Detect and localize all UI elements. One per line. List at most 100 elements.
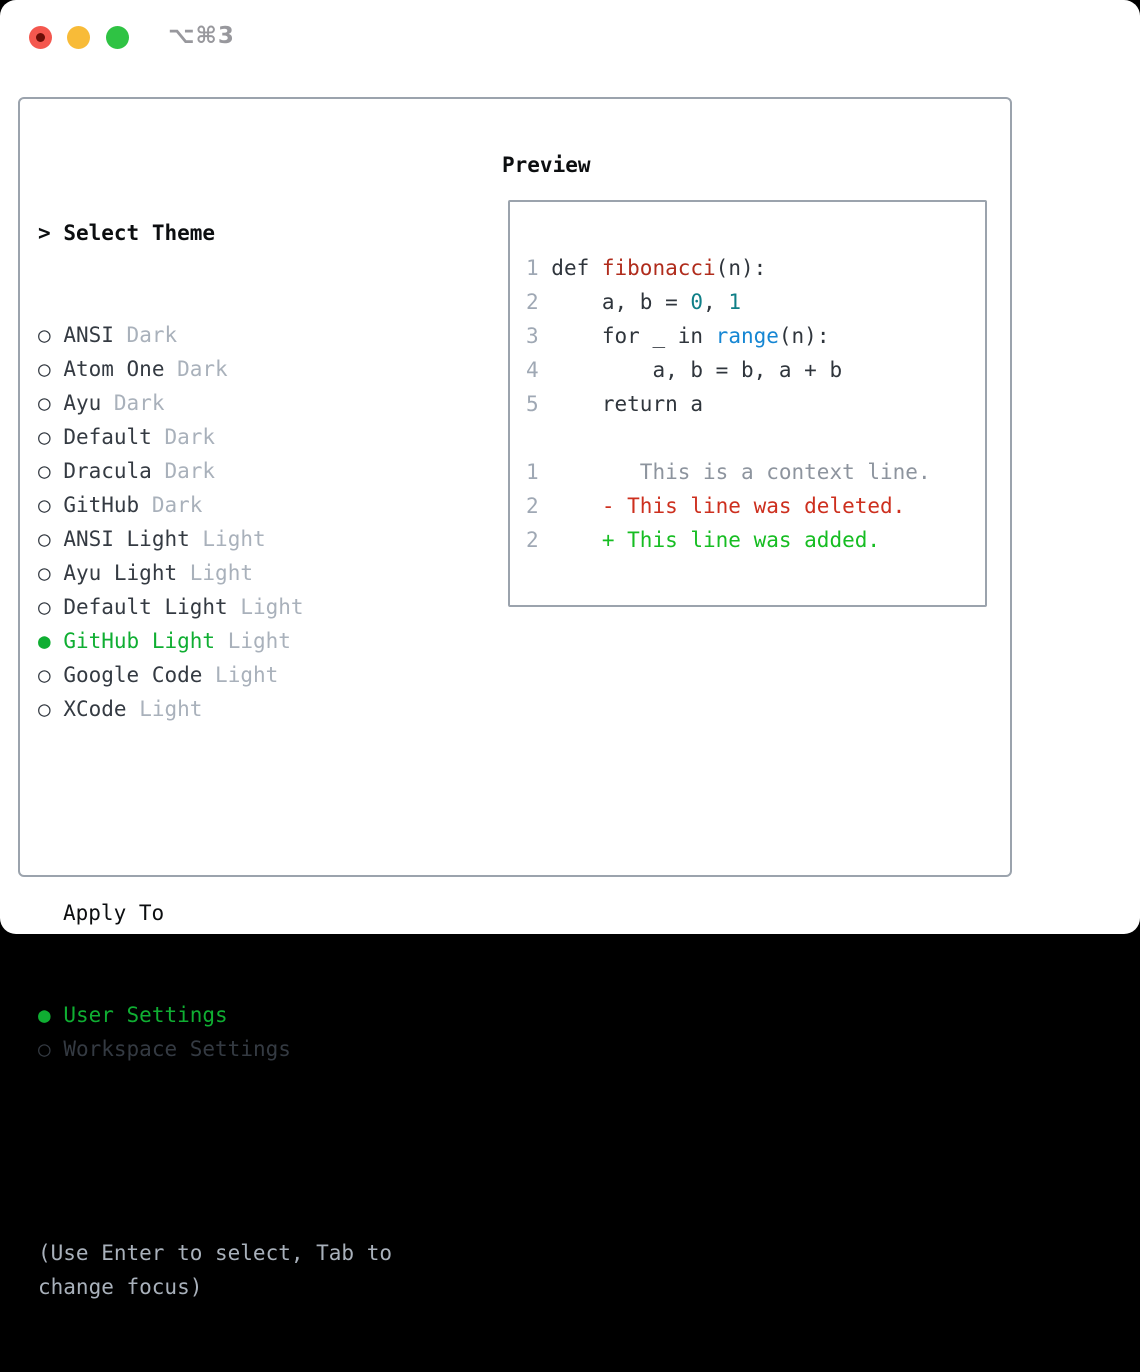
theme-name: Atom One — [63, 357, 165, 381]
theme-variant: Light — [202, 527, 266, 551]
theme-option[interactable]: ○ Google Code Light — [38, 658, 478, 692]
theme-variant: Dark — [126, 323, 178, 347]
code-segment: a, b = — [538, 290, 691, 314]
theme-option[interactable]: ○ ANSI Light Light — [38, 522, 478, 556]
spacer — [38, 1134, 478, 1168]
apply-to-option[interactable]: ● User Settings — [38, 998, 478, 1032]
radio-icon: ○ — [38, 493, 51, 517]
code-segment: a, b = b, a + b — [538, 358, 843, 382]
zoom-button[interactable] — [106, 26, 129, 49]
code-segment: - This line was deleted. — [538, 494, 906, 518]
code-segment: for _ in — [538, 324, 716, 348]
code-segment: 1 — [526, 460, 539, 484]
theme-option[interactable]: ○ Ayu Dark — [38, 386, 478, 420]
theme-variant: Dark — [151, 493, 203, 517]
theme-variant: Light — [139, 697, 203, 721]
theme-option[interactable]: ○ Ayu Light Light — [38, 556, 478, 590]
spacer — [38, 794, 478, 828]
theme-option[interactable]: ○ Dracula Dark — [38, 454, 478, 488]
theme-variant: Light — [189, 561, 253, 585]
theme-variant: Dark — [164, 459, 216, 483]
radio-icon: ○ — [38, 425, 51, 449]
theme-variant: Dark — [164, 425, 216, 449]
code-line: 1 This is a context line. — [526, 455, 985, 489]
theme-option[interactable]: ○ Default Dark — [38, 420, 478, 454]
code-segment: + This line was added. — [538, 528, 881, 552]
theme-name: Default Light — [63, 595, 228, 619]
code-line: 2 + This line was added. — [526, 523, 985, 557]
code-segment: 4 — [526, 358, 539, 382]
select-theme-title: Select Theme — [63, 221, 216, 245]
theme-variant: Dark — [177, 357, 228, 381]
theme-option[interactable]: ○ GitHub Dark — [38, 488, 478, 522]
code-segment: (n): — [715, 256, 767, 280]
radio-icon: ○ — [38, 1037, 51, 1061]
close-button[interactable] — [29, 26, 52, 49]
code-line: 1 def fibonacci(n): — [526, 251, 985, 285]
hint-text: (Use Enter to select, Tab to change focus… — [38, 1236, 478, 1304]
radio-icon: ○ — [38, 357, 51, 381]
apply-to-label: User Settings — [63, 1003, 228, 1027]
code-segment: This is a context line. — [538, 460, 931, 484]
code-segment: 0 — [690, 290, 704, 314]
theme-option[interactable]: ○ ANSI Dark — [38, 318, 478, 352]
radio-icon: ○ — [38, 459, 51, 483]
hint-line: change focus) — [38, 1275, 203, 1299]
hint-line: (Use Enter to select, Tab to — [38, 1241, 393, 1265]
theme-list: ○ ANSI Dark○ Atom One Dark○ Ayu Dark○ De… — [38, 318, 478, 726]
focus-marker: > — [38, 221, 51, 245]
theme-option[interactable]: ● GitHub Light Light — [38, 624, 478, 658]
radio-icon: ○ — [38, 595, 51, 619]
apply-to-header: Apply To — [63, 901, 165, 925]
theme-name: ANSI Light — [63, 527, 190, 551]
radio-icon: ○ — [38, 561, 51, 585]
code-line: 2 - This line was deleted. — [526, 489, 985, 523]
code-segment: , — [703, 290, 729, 314]
preview-header: Preview — [502, 153, 591, 177]
radio-icon: ○ — [38, 697, 51, 721]
radio-icon: ○ — [38, 323, 51, 347]
theme-variant: Light — [227, 629, 291, 653]
minimize-button[interactable] — [67, 26, 90, 49]
code-segment: return a — [538, 392, 704, 416]
app-window: ⌥⌘3 > Select Theme ○ ANSI Dark○ Atom One… — [0, 0, 1140, 1299]
window-title: ⌥⌘3 — [168, 23, 235, 49]
apply-to-option[interactable]: ○ Workspace Settings — [38, 1032, 478, 1066]
radio-icon: ○ — [38, 391, 51, 415]
theme-option[interactable]: ○ Default Light Light — [38, 590, 478, 624]
theme-name: Ayu Light — [63, 561, 178, 585]
code-segment: 2 — [526, 290, 539, 314]
code-segment: (n): — [778, 324, 830, 348]
code-segment: fibonacci — [601, 256, 716, 280]
radio-icon: ○ — [38, 663, 51, 687]
theme-option[interactable]: ○ XCode Light — [38, 692, 478, 726]
code-segment: 3 — [526, 324, 539, 348]
radio-selected-icon: ● — [38, 1003, 51, 1027]
apply-to-label: Workspace Settings — [63, 1037, 291, 1061]
code-segment: 2 — [526, 494, 539, 518]
radio-icon: ○ — [38, 527, 51, 551]
theme-list-column: > Select Theme ○ ANSI Dark○ Atom One Dar… — [38, 148, 478, 1372]
theme-variant: Light — [215, 663, 279, 687]
select-theme-header: > Select Theme — [38, 216, 478, 250]
theme-name: Default — [63, 425, 152, 449]
theme-name: Google Code — [63, 663, 203, 687]
code-segment: 2 — [526, 528, 539, 552]
code-line: 3 for _ in range(n): — [526, 319, 985, 353]
radio-selected-icon: ● — [38, 629, 51, 653]
code-line — [526, 421, 985, 455]
theme-name: ANSI — [63, 323, 114, 347]
code-segment: range — [715, 324, 779, 348]
theme-name: GitHub Light — [63, 629, 216, 653]
theme-option[interactable]: ○ Atom One Dark — [38, 352, 478, 386]
code-line: 4 a, b = b, a + b — [526, 353, 985, 387]
theme-name: GitHub — [63, 493, 140, 517]
code-segment: def — [551, 256, 602, 280]
code-line: 2 a, b = 0, 1 — [526, 285, 985, 319]
theme-variant: Light — [240, 595, 304, 619]
theme-name: XCode — [63, 697, 127, 721]
code-line: 5 return a — [526, 387, 985, 421]
apply-to-list: ● User Settings○ Workspace Settings — [38, 998, 478, 1066]
